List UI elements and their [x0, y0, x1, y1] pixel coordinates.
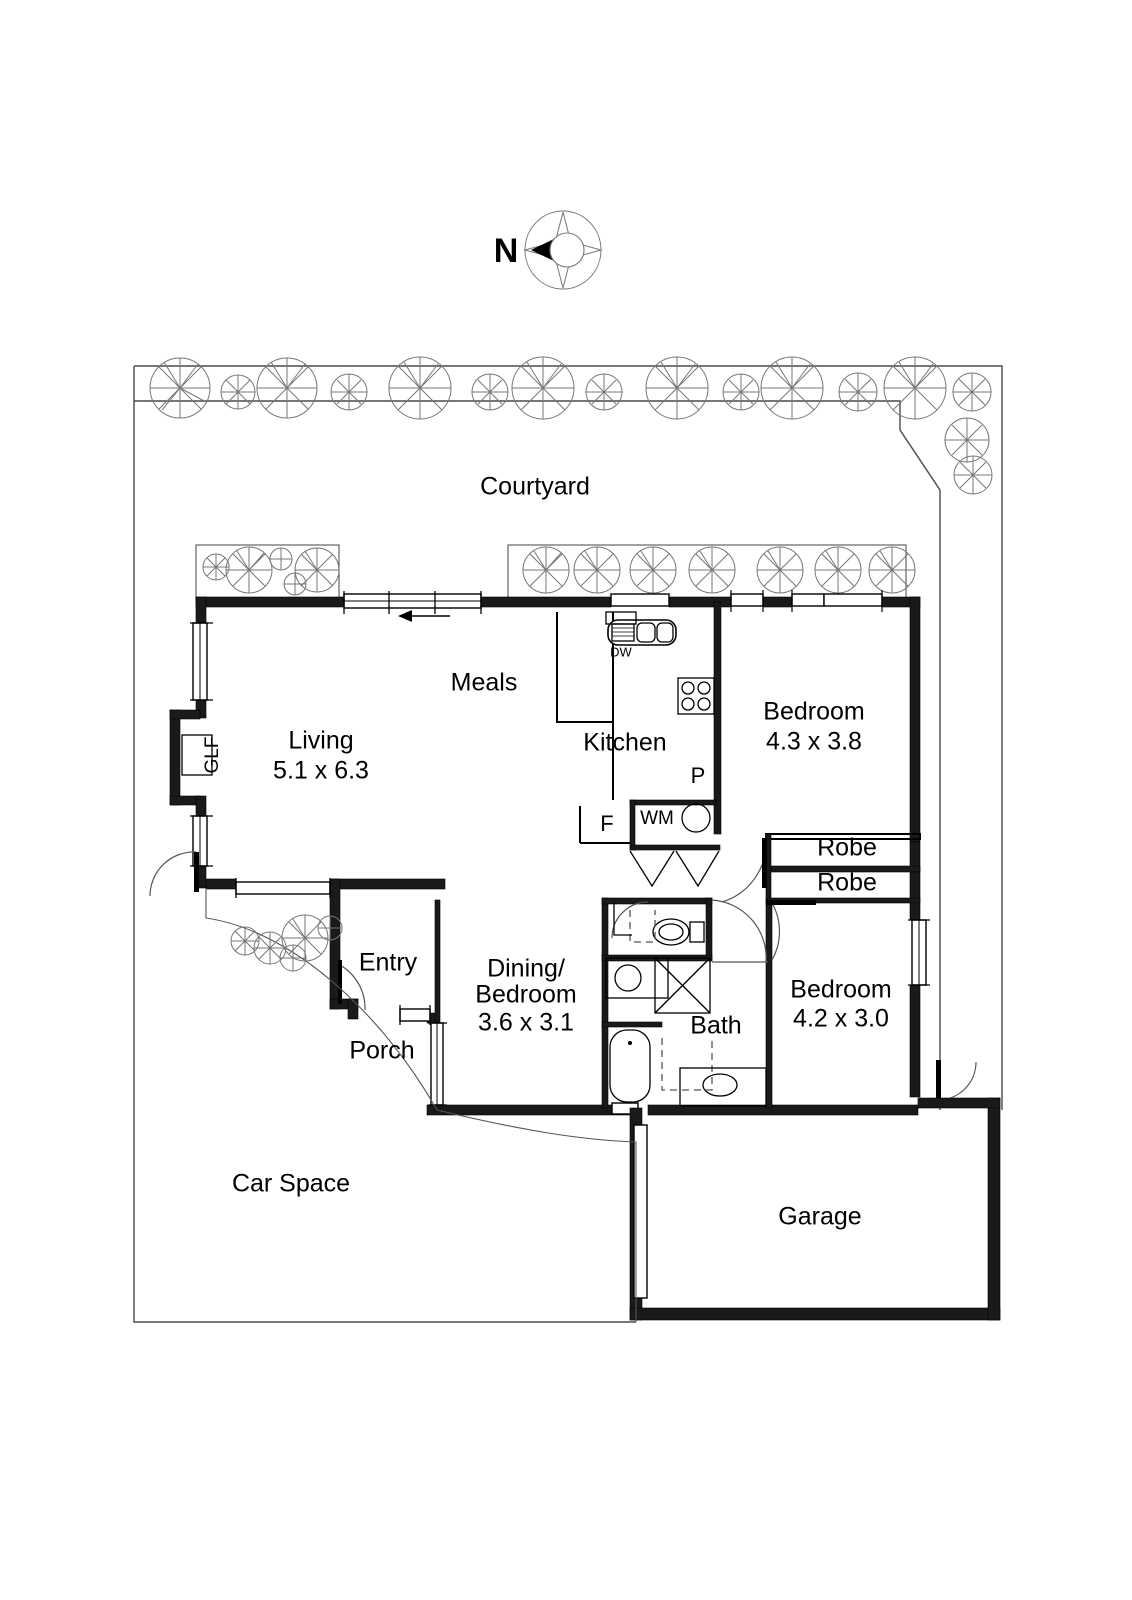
north-indicator: N — [494, 210, 603, 290]
laundry-trough-icon — [681, 803, 711, 833]
door-entry-internal[interactable] — [338, 960, 366, 1011]
room-label-dining-line2: Bedroom — [475, 981, 576, 1009]
window-living-upper — [190, 622, 213, 701]
door-laundry-bifold[interactable] — [629, 850, 720, 888]
fridge-label: F — [600, 811, 613, 836]
sliding-door-meals[interactable] — [343, 591, 482, 622]
room-label-meals: Meals — [451, 669, 518, 697]
windows-and-glazed-doors — [190, 590, 930, 1115]
cooktop-icon — [677, 677, 715, 715]
room-dim-bedroom-1: 4.3 x 3.8 — [766, 728, 862, 756]
door-toilet[interactable] — [611, 901, 649, 939]
kitchen-fixtures: DW P WM F — [600, 611, 715, 836]
toilet-icon — [652, 918, 705, 946]
window-kitchen — [610, 593, 670, 607]
compass-rose-icon — [523, 210, 603, 290]
door-entry-west[interactable] — [149, 851, 199, 897]
bathroom-fixtures — [605, 902, 767, 1107]
north-letter: N — [494, 232, 519, 270]
room-label-bedroom-2: Bedroom — [790, 976, 891, 1004]
courtyard-hedge-trees — [149, 356, 993, 495]
vanity-basin-upper-icon — [605, 957, 669, 999]
garage-sliding-door[interactable] — [633, 1124, 648, 1299]
driveway-and-garden — [205, 888, 637, 1322]
door-bedroom2[interactable] — [766, 900, 816, 961]
room-labels: Living 5.1 x 6.3 Meals Kitchen Bedroom 4… — [232, 669, 892, 1231]
window-bedroom1-a — [730, 593, 764, 607]
room-label-car-space: Car Space — [232, 1170, 350, 1198]
dishwasher-label: DW — [610, 644, 632, 659]
window-bedroom1-b — [791, 593, 825, 607]
pantry-label: P — [691, 763, 706, 788]
bathtub-icon — [609, 1029, 651, 1103]
room-dim-dining: 3.6 x 3.1 — [478, 1009, 574, 1037]
door-direction-arrow — [398, 610, 450, 622]
room-label-garage: Garage — [778, 1203, 861, 1231]
robe-label-lower: Robe — [817, 869, 877, 897]
house-exterior-walls — [169, 596, 921, 1116]
window-living-lower — [190, 815, 213, 867]
room-label-porch: Porch — [349, 1037, 414, 1065]
room-label-bedroom-1: Bedroom — [763, 698, 864, 726]
room-label-kitchen: Kitchen — [583, 729, 666, 757]
planter-bed-west — [195, 544, 340, 601]
site-boundary — [133, 365, 1003, 1323]
room-label-courtyard: Courtyard — [480, 473, 590, 501]
gas-log-fire: GLF — [181, 734, 223, 776]
room-dim-bedroom-2: 4.2 x 3.0 — [793, 1005, 889, 1033]
room-label-entry: Entry — [359, 949, 418, 977]
kitchen-sink-icon — [607, 619, 677, 646]
room-dim-living: 5.1 x 6.3 — [273, 757, 369, 785]
doors — [149, 838, 977, 1102]
window-living-south — [235, 878, 331, 898]
room-label-dining-line1: Dining/ — [487, 955, 565, 983]
washing-machine-label: WM — [640, 808, 674, 829]
door-garage-internal[interactable] — [936, 1060, 977, 1102]
robe-label-upper: Robe — [817, 834, 877, 862]
window-dining-east — [428, 1022, 447, 1106]
room-label-bath: Bath — [690, 1012, 741, 1040]
window-entry — [399, 1005, 431, 1025]
room-label-living: Living — [288, 727, 353, 755]
glf-label: GLF — [202, 737, 223, 774]
door-bedroom1[interactable] — [721, 838, 767, 903]
planter-bed-east — [507, 544, 916, 601]
vanity-basin-lower-icon — [679, 1067, 767, 1107]
window-bedroom2-east — [908, 919, 930, 986]
window-bedroom1-c — [823, 593, 883, 607]
garage-structure — [629, 1097, 1001, 1321]
shower-icon — [654, 957, 711, 1014]
door-bath[interactable] — [711, 899, 768, 963]
